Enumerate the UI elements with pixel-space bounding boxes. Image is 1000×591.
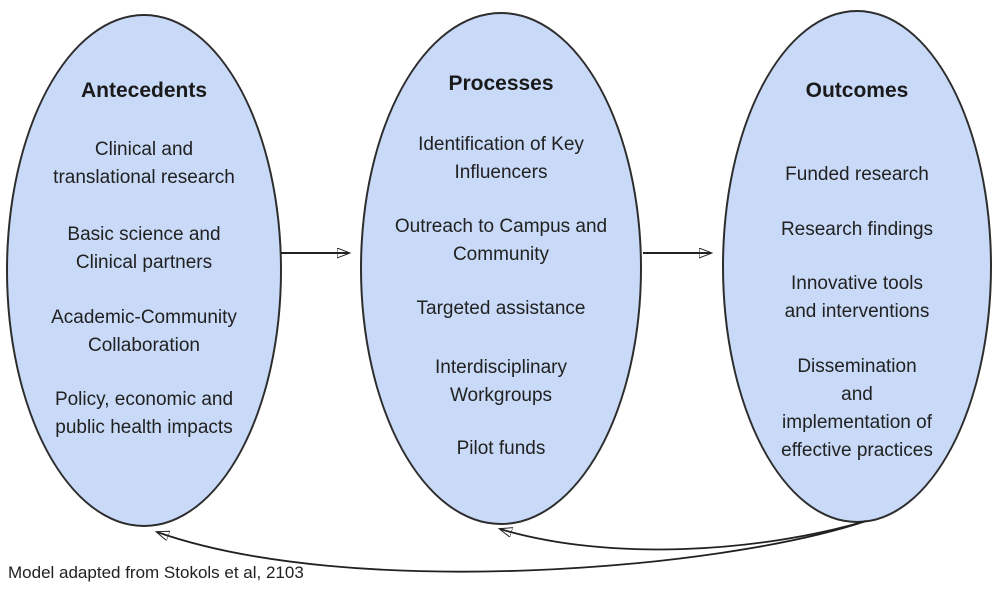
antecedents-item-basic-science: Basic science and Clinical partners (67, 224, 221, 273)
processes-item-pilot-funds: Pilot funds (456, 438, 546, 459)
node-processes: Processes Identification of Key Influenc… (360, 12, 642, 525)
processes-item-outreach: Outreach to Campus and Community (394, 216, 608, 265)
antecedents-item-clinical-translational: Clinical and translational research (53, 139, 235, 188)
outcomes-item-dissemination: Dissemination and implementation of effe… (781, 356, 933, 461)
node-processes-title: Processes (448, 72, 554, 95)
outcomes-item-funded-research: Funded research (785, 164, 929, 185)
node-antecedents: Antecedents Clinical and translational r… (6, 14, 282, 527)
node-outcomes-title: Outcomes (805, 79, 909, 102)
antecedents-item-academic-community: Academic-Community Collaboration (51, 307, 237, 356)
caption: Model adapted from Stokols et al, 2103 (8, 563, 304, 582)
outcomes-item-innovative-tools: Innovative tools and interventions (784, 273, 930, 322)
feedback-arrow-outcomes-to-processes (500, 520, 867, 551)
outcomes-item-research-findings: Research findings (780, 219, 934, 240)
processes-item-key-influencers: Identification of Key Influencers (418, 134, 584, 183)
processes-item-workgroups: Interdisciplinary Workgroups (435, 357, 567, 406)
antecedents-item-policy-impacts: Policy, economic and public health impac… (54, 389, 234, 438)
node-antecedents-title: Antecedents (80, 79, 208, 102)
node-outcomes: Outcomes Funded research Research findin… (722, 10, 992, 523)
processes-item-targeted-assistance: Targeted assistance (416, 298, 586, 319)
